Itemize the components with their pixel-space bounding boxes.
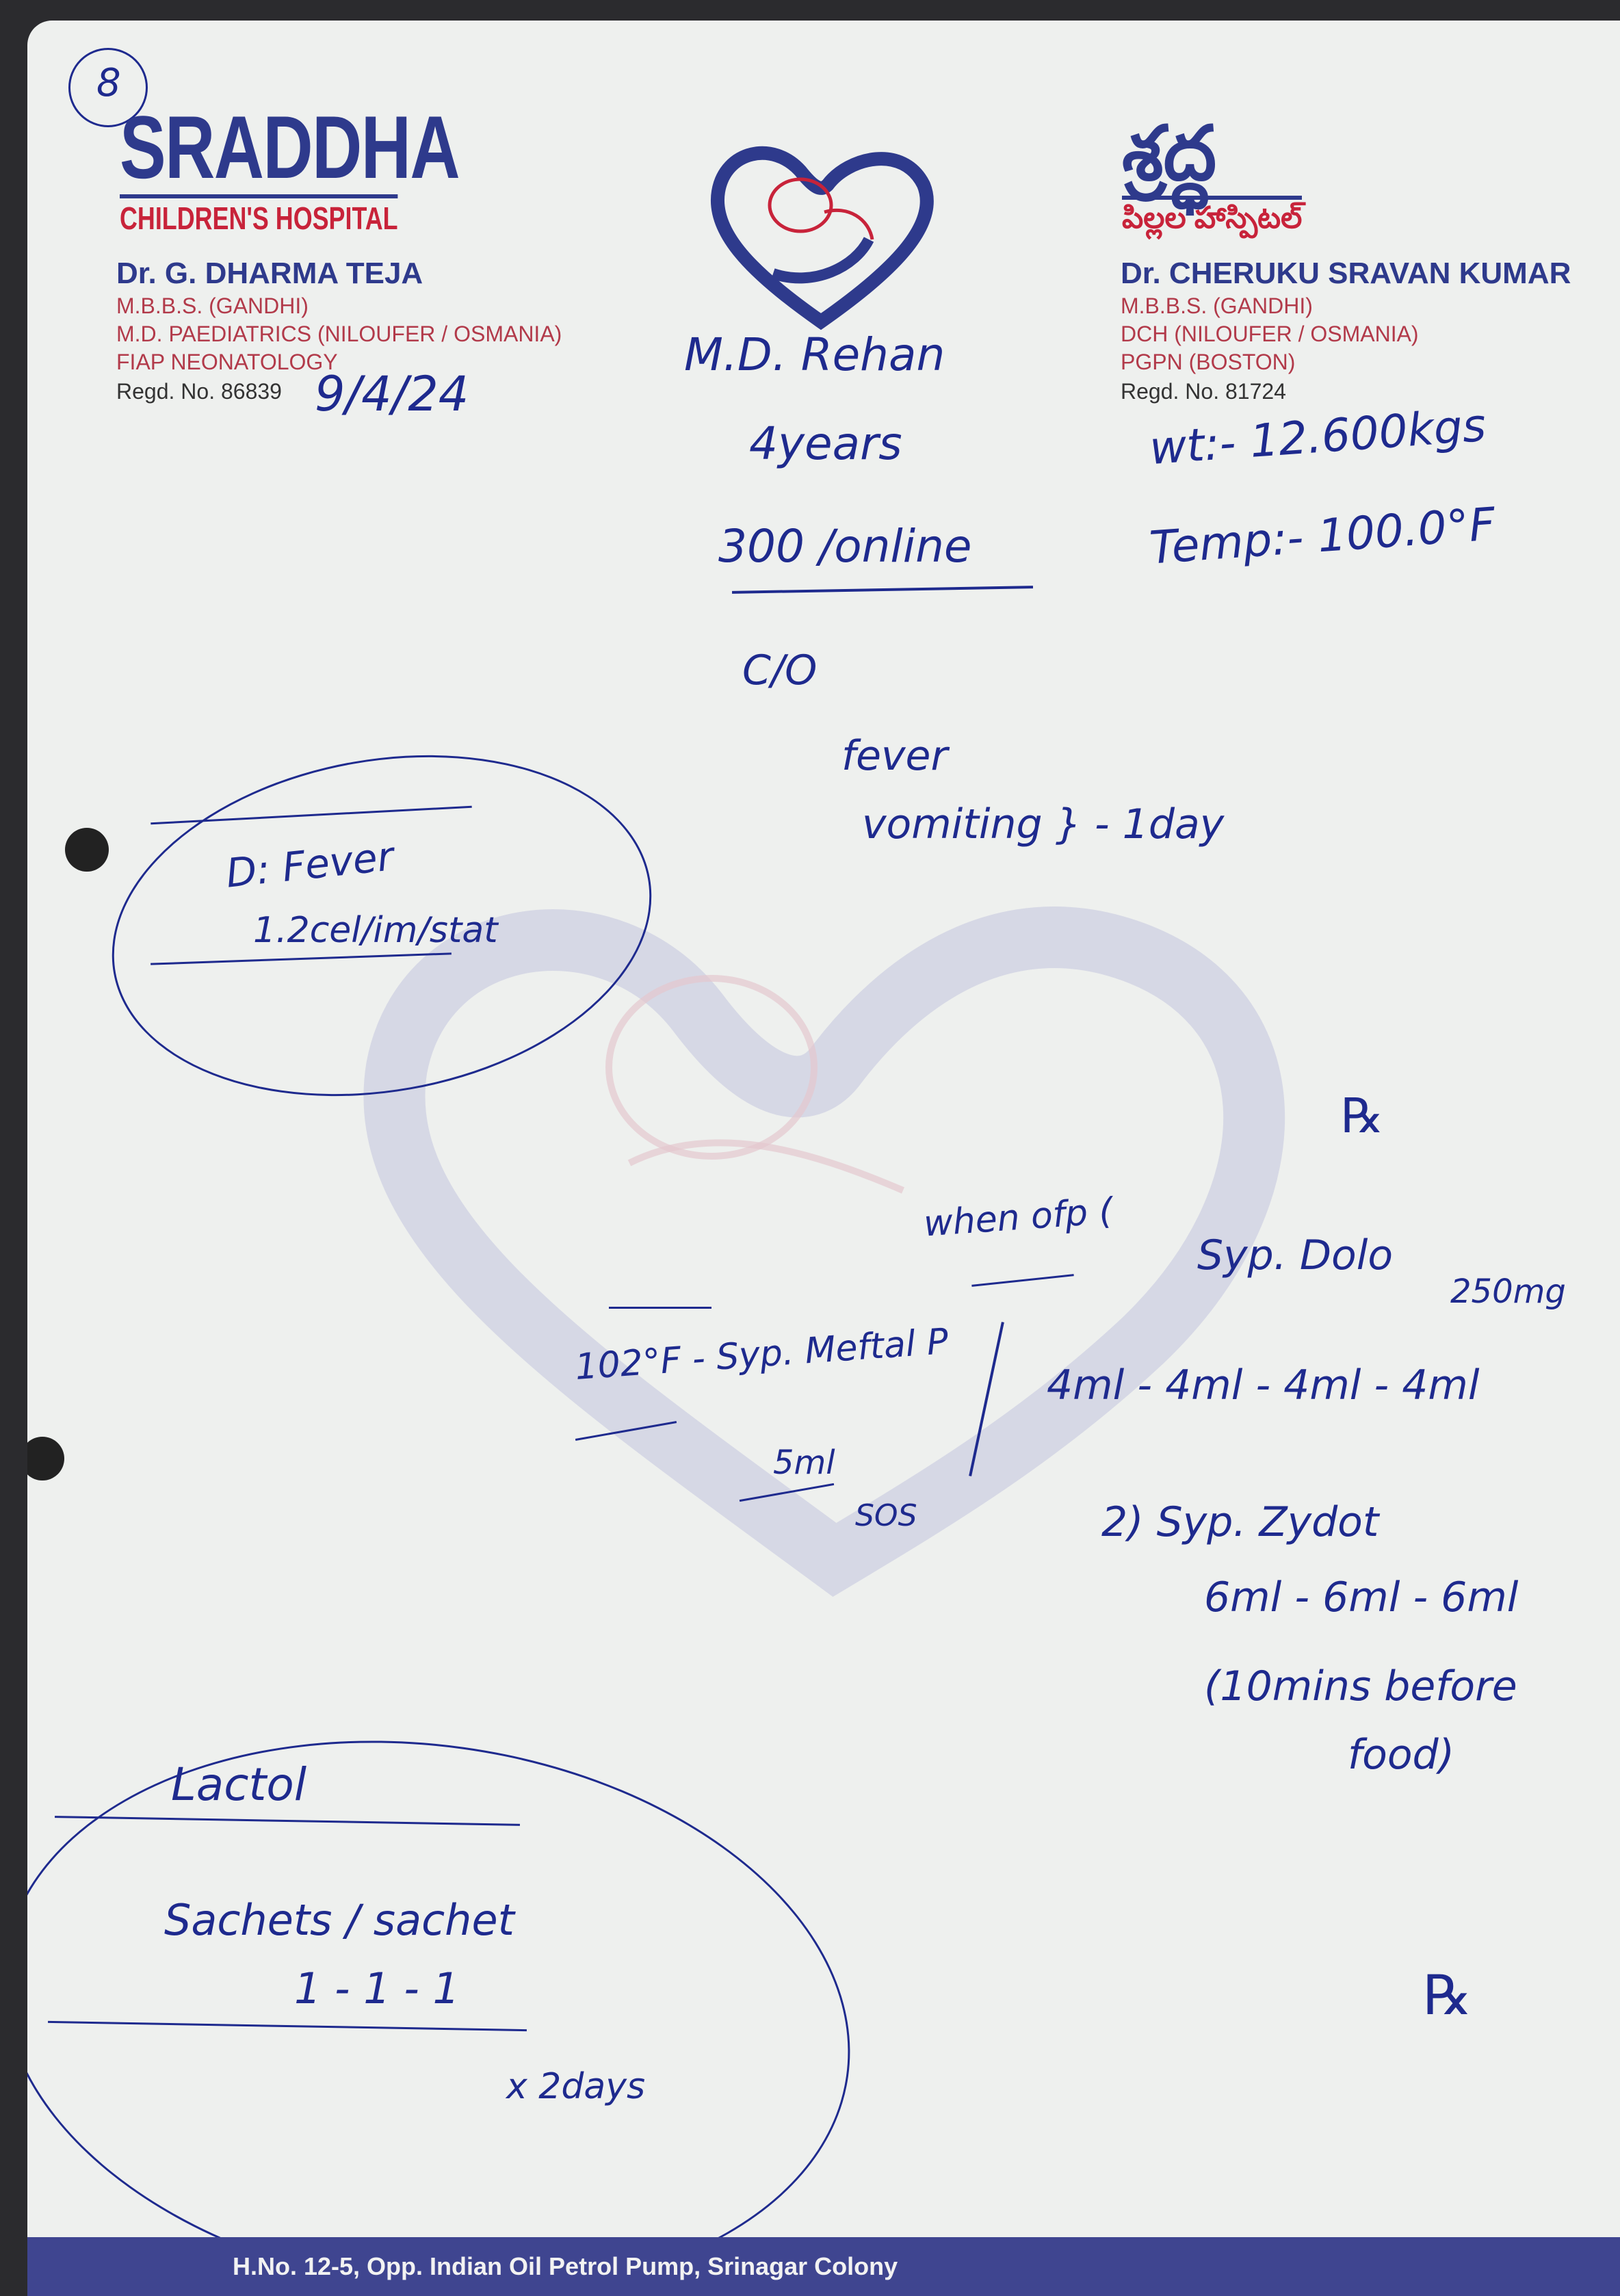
footer-bar: H.No. 12-5, Opp. Indian Oil Petrol Pump,… <box>27 2237 1620 2296</box>
hw-complaint-2: vomiting } - 1day <box>862 800 1225 848</box>
right-doctor-block: Dr. CHERUKU SRAVAN KUMAR M.B.B.S. (GANDH… <box>1121 257 1571 404</box>
logo-sub-text: CHILDREN'S HOSPITAL <box>120 194 398 237</box>
left-qualification: FIAP NEONATOLOGY <box>116 350 338 374</box>
right-qualification: M.B.B.S. (GANDHI) <box>1121 293 1313 318</box>
hw-lab-3: 1 - 1 - 1 <box>294 1964 460 2013</box>
hw-patient-name: M.D. Rehan <box>684 328 945 381</box>
hw-rx-2: 2) Syp. Zydot <box>1101 1498 1379 1546</box>
hw-lab-4: x 2days <box>506 2066 646 2107</box>
hw-note-2b: food) <box>1348 1731 1455 1779</box>
punch-hole <box>27 1437 64 1480</box>
logo-sub-text-telugu: పిల్లల హాస్పిటల్ <box>1122 196 1303 243</box>
sraddha-logo-telugu: శ్రద్ధ పిల్లల హాస్పిటల్ <box>1122 112 1303 243</box>
sraddha-logo-english: SRADDHA CHILDREN'S HOSPITAL <box>120 103 555 237</box>
right-qualification: PGPN (BOSTON) <box>1121 350 1296 374</box>
page-number: 8 <box>96 61 121 105</box>
hw-temperature: Temp:- 100.0°F <box>1147 497 1497 575</box>
hw-age: 4years <box>749 417 902 470</box>
punch-hole <box>65 828 109 872</box>
hw-note-2a: (10mins before <box>1204 1662 1517 1710</box>
left-doctor-block: Dr. G. DHARMA TEJA M.B.B.S. (GANDHI) M.D… <box>116 257 562 404</box>
right-regd-number: Regd. No. 81724 <box>1121 379 1286 404</box>
hw-rx-mark-2: ℞ <box>1423 1964 1472 2027</box>
hw-sos-3: SOS <box>855 1498 917 1533</box>
sos-line-top <box>609 1307 711 1309</box>
hw-lab-title: Lactol <box>171 1758 307 1811</box>
hw-lab-2: Sachets / sachet <box>164 1895 514 1945</box>
hw-rx-1: Syp. Dolo <box>1197 1231 1394 1279</box>
hw-sos-2: 5ml <box>773 1444 835 1482</box>
right-doctor-name: Dr. CHERUKU SRAVAN KUMAR <box>1121 257 1571 290</box>
watermark-heart-icon <box>363 906 1285 1597</box>
hw-dose-2: 6ml - 6ml - 6ml <box>1204 1574 1519 1621</box>
hw-dose-1: 4ml - 4ml - 4ml - 4ml <box>1047 1361 1480 1409</box>
hw-rx-mark-1: ℞ <box>1341 1088 1384 1144</box>
footer-address: H.No. 12-5, Opp. Indian Oil Petrol Pump,… <box>233 2252 898 2280</box>
left-qualification: M.D. PAEDIATRICS (NILOUFER / OSMANIA) <box>116 322 562 346</box>
heart-baby-logo-icon <box>710 146 934 330</box>
hw-complaint-label: C/O <box>742 647 818 694</box>
left-doctor-name: Dr. G. DHARMA TEJA <box>116 257 423 290</box>
fee-underline <box>731 586 1034 594</box>
hw-complaint-1: fever <box>841 732 948 780</box>
left-regd-number: Regd. No. 86839 <box>116 379 282 404</box>
logo-main-text-telugu: శ్రద్ధ <box>1122 112 1217 196</box>
hw-rx-1b: 250mg <box>1450 1273 1566 1311</box>
hw-fee: 300 /online <box>718 520 972 573</box>
prescription-sheet: 8 SRADDHA CHILDREN'S HOSPITAL Dr. G. DHA… <box>27 21 1620 2296</box>
left-qualification: M.B.B.S. (GANDHI) <box>116 293 309 318</box>
hw-diagnosis-2: 1.2cel/im/stat <box>253 910 498 951</box>
hw-date: 9/4/24 <box>315 366 469 422</box>
page-number-circle: 8 <box>68 48 148 127</box>
right-qualification: DCH (NILOUFER / OSMANIA) <box>1121 322 1419 346</box>
hw-weight: wt:- 12.600kgs <box>1147 398 1488 475</box>
logo-main-text: SRADDHA <box>120 97 460 197</box>
